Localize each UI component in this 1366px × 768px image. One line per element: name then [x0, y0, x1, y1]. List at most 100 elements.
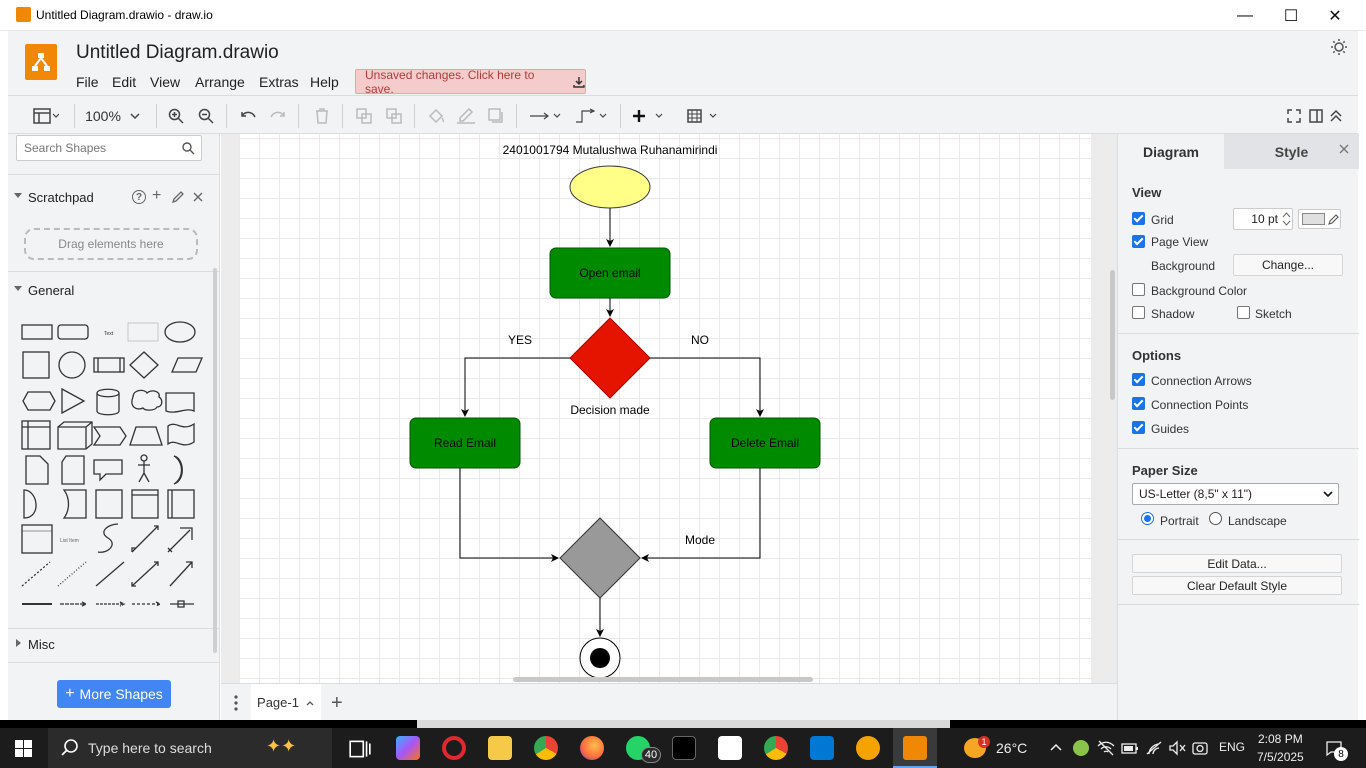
fullscreen-button[interactable] — [1284, 96, 1304, 135]
clear-default-style-button[interactable]: Clear Default Style — [1132, 576, 1342, 595]
delete-button[interactable] — [310, 96, 334, 135]
shadow-button[interactable] — [484, 96, 508, 135]
opera-icon[interactable] — [442, 736, 466, 760]
volume-muted-icon[interactable] — [1168, 740, 1186, 756]
drawio-taskbar-button[interactable] — [893, 728, 937, 768]
page-view-checkbox[interactable] — [1132, 235, 1145, 248]
chevron-up-icon[interactable] — [1050, 743, 1062, 751]
clock-time[interactable]: 2:08 PM — [1258, 732, 1303, 746]
scratchpad-dropzone[interactable]: Drag elements here — [24, 228, 198, 260]
network-off-icon[interactable] — [1097, 740, 1115, 756]
unsaved-changes-button[interactable]: Unsaved changes. Click here to save. — [355, 68, 586, 96]
camera-icon[interactable] — [1192, 740, 1208, 756]
minimize-button[interactable]: — — [1237, 6, 1253, 24]
read-email-box[interactable] — [409, 417, 521, 469]
menu-view[interactable]: View — [150, 74, 181, 90]
clock-date[interactable]: 7/5/2025 — [1257, 750, 1304, 764]
general-shapes-grid[interactable]: Text List Item — [8, 314, 212, 614]
view-panels-button[interactable] — [26, 96, 66, 135]
menu-help[interactable]: Help — [310, 74, 339, 90]
file-explorer-icon[interactable] — [488, 736, 512, 760]
connection-style-button[interactable] — [528, 96, 564, 135]
mode-label[interactable]: Mode — [685, 533, 715, 547]
theme-toggle-icon[interactable] — [1330, 38, 1348, 56]
stepper-icon[interactable] — [1282, 210, 1291, 228]
menu-file[interactable]: File — [76, 74, 99, 90]
landscape-radio[interactable] — [1209, 512, 1222, 525]
windows-start-icon[interactable] — [15, 740, 32, 757]
chrome-profile-icon[interactable] — [534, 736, 558, 760]
misc-header[interactable]: Misc — [8, 632, 212, 656]
close-icon[interactable] — [193, 192, 203, 202]
no-label[interactable]: NO — [691, 333, 709, 347]
edit-pencil-icon[interactable] — [172, 191, 184, 203]
language-indicator[interactable]: ENG — [1219, 740, 1246, 754]
yes-label[interactable]: YES — [508, 333, 532, 347]
guides-checkbox[interactable] — [1132, 421, 1145, 434]
change-background-button[interactable]: Change... — [1233, 254, 1343, 276]
general-header[interactable]: General — [8, 278, 212, 302]
delete-email-box[interactable] — [709, 417, 821, 469]
shadow-checkbox[interactable] — [1132, 306, 1145, 319]
zoom-in-button[interactable] — [164, 96, 188, 135]
connector-no[interactable] — [650, 357, 764, 417]
tab-style[interactable]: Style — [1224, 134, 1359, 169]
diagram-header-text[interactable]: 2401001794 Mutalushwa Ruhanamirindi — [503, 143, 718, 157]
maximize-button[interactable]: ☐ — [1283, 7, 1299, 25]
page-tab-page-1[interactable]: Page-1 — [251, 684, 321, 721]
edit-data-button[interactable]: Edit Data... — [1132, 554, 1342, 573]
connector-delete-merge[interactable] — [641, 468, 761, 562]
close-window-button[interactable]: ✕ — [1328, 7, 1342, 25]
to-back-button[interactable] — [382, 96, 406, 135]
to-front-button[interactable] — [352, 96, 376, 135]
start-ellipse[interactable] — [569, 165, 651, 209]
help-icon[interactable]: ? — [132, 190, 146, 204]
canvas-horizontal-scrollbar[interactable] — [513, 677, 813, 682]
collapse-button[interactable] — [1326, 96, 1346, 135]
portrait-radio[interactable] — [1141, 512, 1154, 525]
grid-color-button[interactable] — [1298, 209, 1341, 229]
close-panel-icon[interactable] — [1339, 144, 1349, 154]
task-view-icon[interactable] — [348, 737, 372, 761]
vscode-icon[interactable] — [810, 736, 834, 760]
add-icon[interactable]: + — [152, 187, 162, 204]
connector-yes[interactable] — [461, 357, 570, 417]
undo-button[interactable] — [236, 96, 260, 135]
terminal-app-icon[interactable] — [672, 736, 696, 760]
paper-size-select[interactable]: US-Letter (8,5" x 11") — [1132, 483, 1339, 505]
line-color-button[interactable] — [454, 96, 478, 135]
diagram-canvas[interactable]: 2401001794 Mutalushwa Ruhanamirindi Open… — [221, 134, 1117, 683]
menu-arrange[interactable]: Arrange — [195, 74, 245, 90]
decision-label[interactable]: Decision made — [570, 403, 650, 417]
chrome-icon[interactable] — [764, 736, 788, 760]
table-button[interactable] — [686, 96, 722, 135]
connector-read-merge[interactable] — [459, 468, 559, 562]
zoom-select[interactable]: 100% — [82, 96, 144, 135]
decision-diamond[interactable] — [569, 317, 651, 399]
copilot-icon[interactable] — [396, 736, 420, 760]
scratchpad-header[interactable]: Scratchpad — [8, 185, 212, 209]
fill-color-button[interactable] — [424, 96, 448, 135]
brave-browser-icon[interactable] — [856, 736, 880, 760]
capcut-icon[interactable] — [718, 736, 742, 760]
search-shapes-input[interactable]: Search Shapes — [16, 135, 202, 161]
add-page-icon[interactable]: + — [331, 692, 343, 714]
tray-app-icon[interactable] — [1073, 740, 1089, 756]
tab-diagram[interactable]: Diagram — [1118, 134, 1224, 169]
more-shapes-button[interactable]: + More Shapes — [57, 680, 171, 708]
canvas-vertical-scrollbar[interactable] — [1110, 270, 1115, 400]
menu-edit[interactable]: Edit — [112, 74, 137, 90]
waypoints-button[interactable] — [574, 96, 610, 135]
firefox-icon[interactable] — [580, 736, 604, 760]
pages-menu-icon[interactable] — [233, 694, 239, 712]
document-title[interactable]: Untitled Diagram.drawio — [76, 42, 279, 63]
diagram-svg[interactable]: 2401001794 Mutalushwa Ruhanamirindi Open… — [221, 134, 1117, 683]
grid-size-input[interactable]: 10 pt — [1233, 208, 1293, 230]
connection-points-checkbox[interactable] — [1132, 397, 1145, 410]
diagram-page[interactable] — [239, 134, 1091, 683]
insert-button[interactable] — [630, 96, 666, 135]
wifi-icon[interactable] — [1145, 740, 1163, 756]
grid-checkbox[interactable] — [1132, 212, 1145, 225]
sketch-checkbox[interactable] — [1237, 306, 1250, 319]
zoom-out-button[interactable] — [194, 96, 218, 135]
